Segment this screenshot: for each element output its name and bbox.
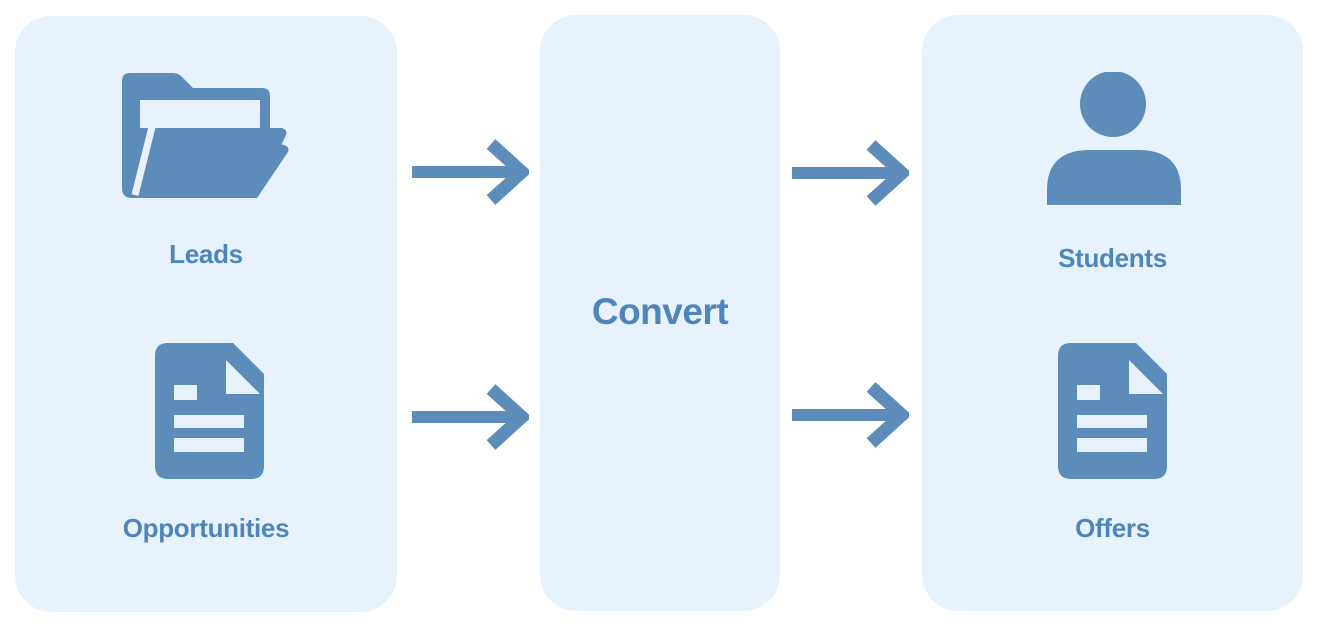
arrow-right-icon xyxy=(789,138,912,208)
open-folder-icon xyxy=(122,73,290,199)
arrow-right-icon xyxy=(789,380,912,450)
leads-label: Leads xyxy=(169,239,243,269)
sources-panel: Leads Opportunities xyxy=(15,16,397,612)
offers-label: Offers xyxy=(1075,513,1150,543)
person-icon xyxy=(1047,71,1181,206)
arrow-right-icon xyxy=(409,137,532,207)
results-panel: Students Offers xyxy=(922,15,1303,611)
document-text-icon xyxy=(1058,343,1168,480)
convert-panel: Convert xyxy=(540,15,780,611)
arrow-right-icon xyxy=(409,382,532,452)
opportunities-label: Opportunities xyxy=(122,513,290,543)
students-label: Students xyxy=(1058,243,1167,273)
convert-title: Convert xyxy=(591,291,729,332)
document-text-icon xyxy=(155,343,265,480)
